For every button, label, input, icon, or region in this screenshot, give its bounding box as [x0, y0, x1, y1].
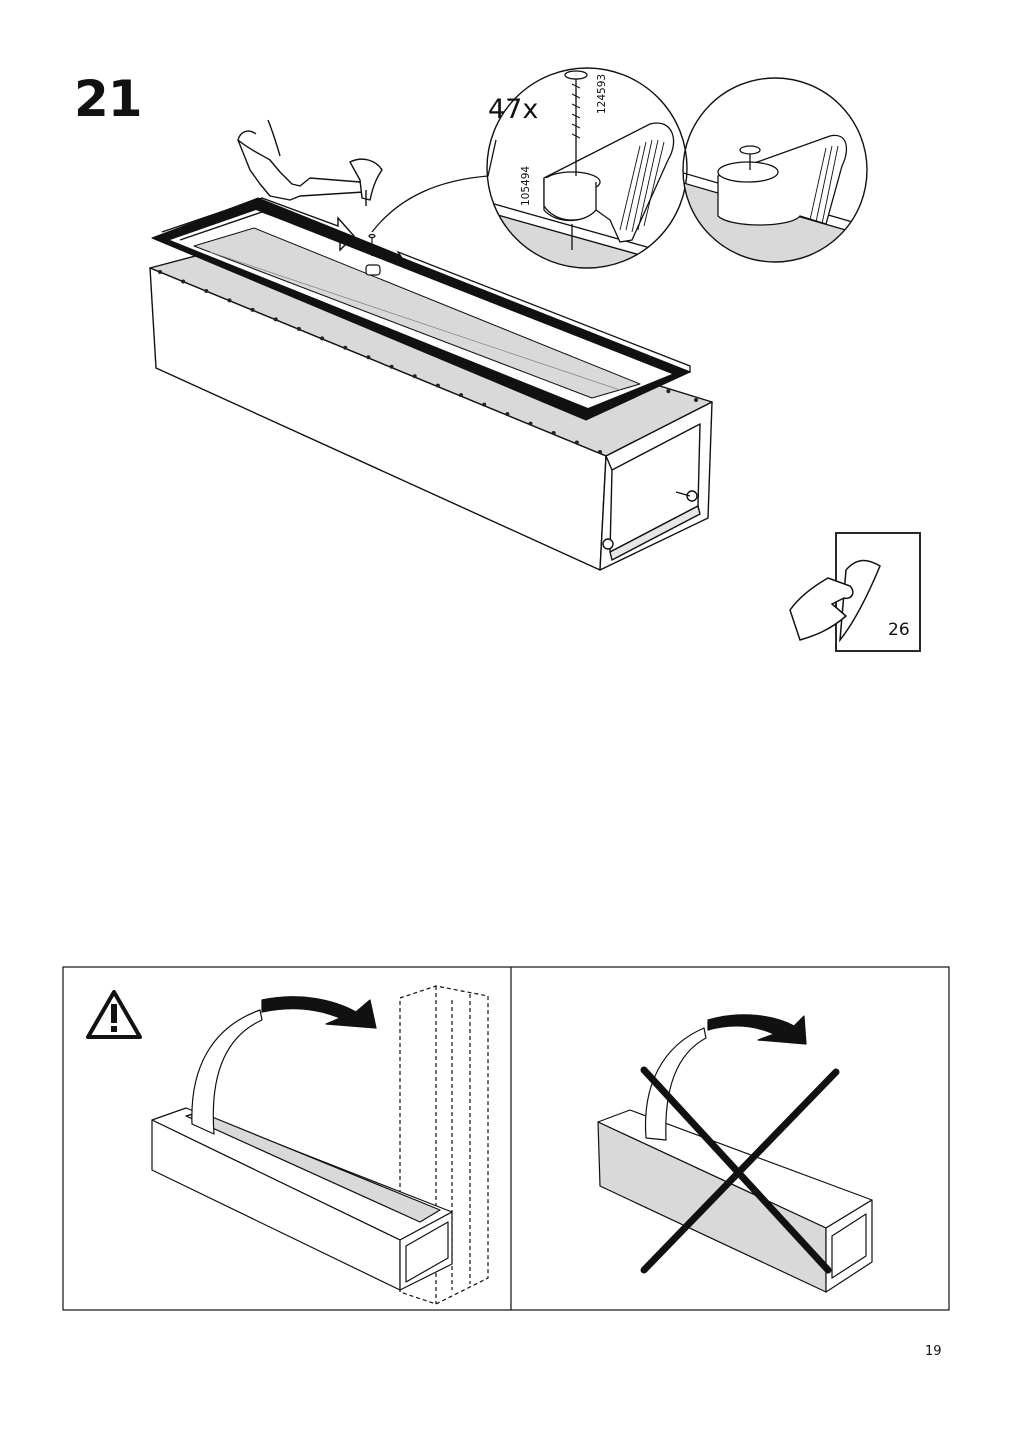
nail-hole: [482, 402, 487, 407]
nail-hole: [435, 383, 440, 388]
hammer-hand: [237, 119, 383, 206]
nail-hole: [694, 398, 698, 402]
nail-hole: [528, 421, 533, 426]
step-number: 21: [74, 70, 143, 128]
nail-hole: [158, 270, 162, 274]
warning-triangle-icon: [86, 990, 142, 1039]
nail-hole: [250, 307, 255, 312]
detail-circle-result: [682, 77, 868, 263]
page-number: 19: [925, 1344, 942, 1359]
quantity-label: 47x: [488, 94, 539, 125]
back-panel-board: [151, 197, 691, 421]
incorrect-orientation-drawing: [597, 1014, 873, 1293]
nail-with-clip: [365, 233, 381, 276]
clip-article-number: 105494: [520, 165, 532, 206]
nail-hole: [227, 298, 232, 303]
nail-hole: [551, 431, 556, 436]
guidance-box: [62, 966, 950, 1311]
slide-arrow: [161, 197, 355, 252]
nail-hole: [181, 279, 186, 284]
reference-page-number: 26: [888, 620, 910, 640]
nail-hole: [459, 393, 464, 398]
nail-hole: [666, 389, 671, 394]
nail-hole: [366, 355, 371, 360]
nail-article-number: 124593: [596, 73, 608, 114]
nail-hole: [412, 374, 417, 379]
nail-hole: [389, 364, 394, 369]
nail-hole: [505, 412, 510, 417]
nail-hole: [343, 345, 348, 350]
detail-circle-nail: [486, 67, 688, 269]
cross-out-mark: [640, 1066, 840, 1274]
edge-strip: [396, 250, 691, 373]
callout-leader: [371, 139, 497, 233]
correct-orientation-drawing: [151, 985, 489, 1305]
nail-hole: [574, 440, 579, 445]
nail-hole: [598, 450, 602, 454]
nail-hole: [204, 288, 209, 293]
nail-hole: [320, 336, 325, 341]
page-reference-icon: [789, 532, 921, 652]
nail-hole: [273, 317, 278, 322]
nail-hole: [296, 326, 301, 331]
